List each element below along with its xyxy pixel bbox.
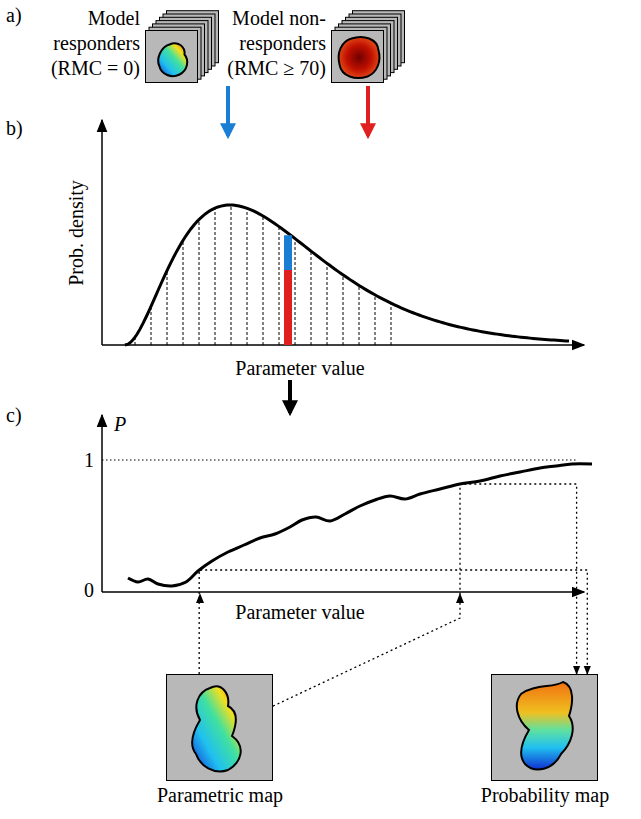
frame-stack xyxy=(145,8,222,86)
image-frame xyxy=(492,675,598,781)
flow-arrow xyxy=(226,86,230,136)
axis-title: P xyxy=(114,413,126,435)
bin-edge xyxy=(359,286,360,345)
axis-title: Parameter value xyxy=(235,357,364,379)
image-frame xyxy=(167,675,273,781)
histogram xyxy=(125,205,569,345)
image-stack: Model responders (RMC = 0) xyxy=(30,4,222,90)
frame-stack xyxy=(331,8,408,86)
map-caption: Parametric map xyxy=(150,674,290,808)
bin-edge xyxy=(375,296,376,345)
map-caption: Probability map xyxy=(475,674,615,808)
map-panel: Probability map xyxy=(475,674,615,812)
bin-edge xyxy=(391,304,392,345)
non-responder-count xyxy=(284,270,292,345)
group-heading: Model responders (RMC = 0) xyxy=(30,4,140,81)
bin-edge xyxy=(279,228,280,345)
bin-edge xyxy=(151,307,152,345)
axis xyxy=(101,415,103,592)
map-frame xyxy=(491,674,598,781)
axis xyxy=(101,120,103,345)
tumour-outline xyxy=(517,682,573,769)
bin-edge xyxy=(215,209,216,345)
tumour-outline xyxy=(158,43,187,76)
group-heading: Model non-responders (RMC ≥ 70) xyxy=(222,4,326,81)
leader-line xyxy=(199,570,587,674)
tick-label: 1 xyxy=(84,449,94,471)
panel-letter: c) xyxy=(6,404,22,426)
bin-edge xyxy=(247,209,248,345)
panel-letter: b) xyxy=(6,117,23,139)
panel-letter: a) xyxy=(6,4,22,26)
axis-pointer xyxy=(196,593,204,603)
bin-edge xyxy=(199,220,200,345)
bin-edge xyxy=(295,240,296,345)
bin-edge xyxy=(311,252,312,345)
map-frame xyxy=(166,674,273,781)
flow-arrow xyxy=(366,86,370,136)
axis-title: Prob. density xyxy=(65,180,87,286)
image-frame xyxy=(332,31,384,83)
image-frame xyxy=(146,31,198,83)
bin-edge xyxy=(231,206,232,345)
bin-edge xyxy=(343,276,344,345)
bin-edge xyxy=(183,241,184,345)
density-curve xyxy=(125,205,569,345)
image-stack: Model non-responders (RMC ≥ 70) xyxy=(222,4,408,90)
probability-curve-line xyxy=(128,464,592,586)
flow-arrow xyxy=(288,380,292,413)
probability-curve xyxy=(128,464,592,586)
bin-edge xyxy=(167,272,168,345)
reference-line xyxy=(102,460,578,461)
tumour-outline xyxy=(339,37,380,78)
bin-edge xyxy=(263,217,264,345)
axis xyxy=(102,591,584,593)
leader-line xyxy=(273,484,577,706)
responder-count xyxy=(284,235,292,270)
bin-edge xyxy=(327,264,328,345)
tick-label: 0 xyxy=(84,579,94,601)
axis-title: Parameter value xyxy=(235,601,364,623)
map-panel: Parametric map xyxy=(150,674,290,812)
bin-edge xyxy=(135,338,136,345)
tumour-outline xyxy=(192,686,241,771)
